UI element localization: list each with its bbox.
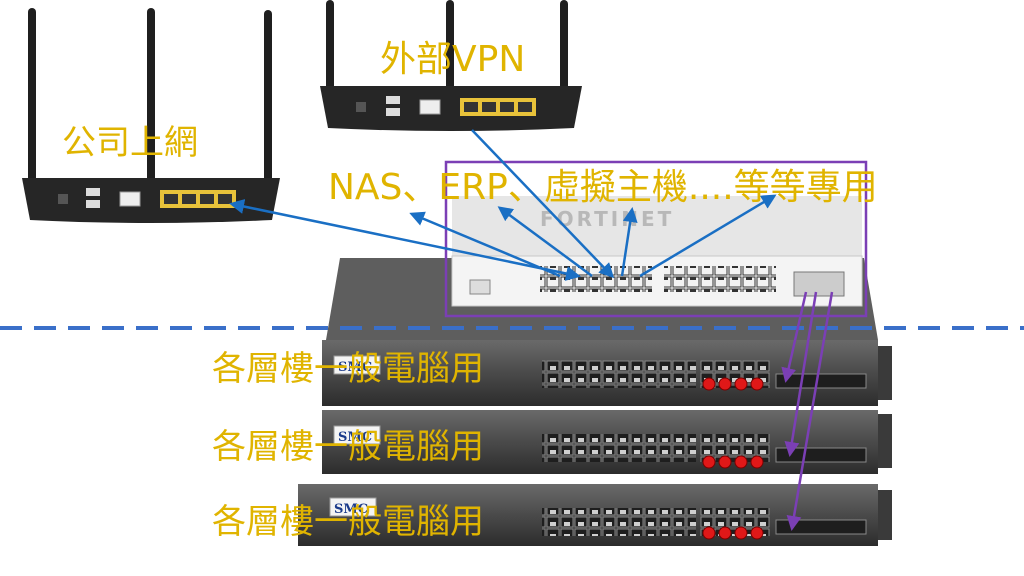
vpn-router [320,0,582,131]
uplink-port-markers [702,377,764,540]
office-router-antenna [147,8,155,188]
vpn-router-antenna [446,0,454,96]
arrow-nas-link [409,211,561,278]
vpn-router-lan-ports [460,98,536,116]
arrow-office-router-link [229,199,581,281]
core-switch-brand: FORTINET [540,207,674,231]
trunk-line [784,291,818,457]
vpn-router-body [320,86,582,131]
floor-general-label: 各層樓一般電腦用 [212,349,484,389]
connection-arrows [229,129,777,281]
core-services-label: NAS、ERP、虛擬主機....等等專用 [328,167,878,208]
office-internet-label: 公司上網 [62,123,198,163]
trunk-line [786,291,834,531]
external-vpn-label: 外部VPN [380,39,526,80]
floor-general-label: 各層樓一般電腦用 [212,427,484,467]
arrow-services-link [639,194,777,278]
trunk-line [781,291,808,383]
office-router [22,8,280,223]
floor-switch-brand: SMC [338,360,372,375]
office-router-antenna [264,10,272,188]
trunk-lines [781,291,834,531]
office-router-lan-ports [160,190,236,208]
arrow-erp-link [497,206,593,278]
floor-switch-brand: SMC [334,502,368,517]
vpn-router-antenna [560,0,568,96]
arrow-vpn-router-link [471,129,615,279]
core-switch: FORTINET [451,196,863,307]
vpn-router-antenna [326,0,334,96]
arrow-vm-link [620,207,638,277]
floor-general-label: 各層樓一般電腦用 [212,502,484,542]
office-router-antenna [28,8,36,188]
floor-switch-brand: SMC [338,430,372,445]
